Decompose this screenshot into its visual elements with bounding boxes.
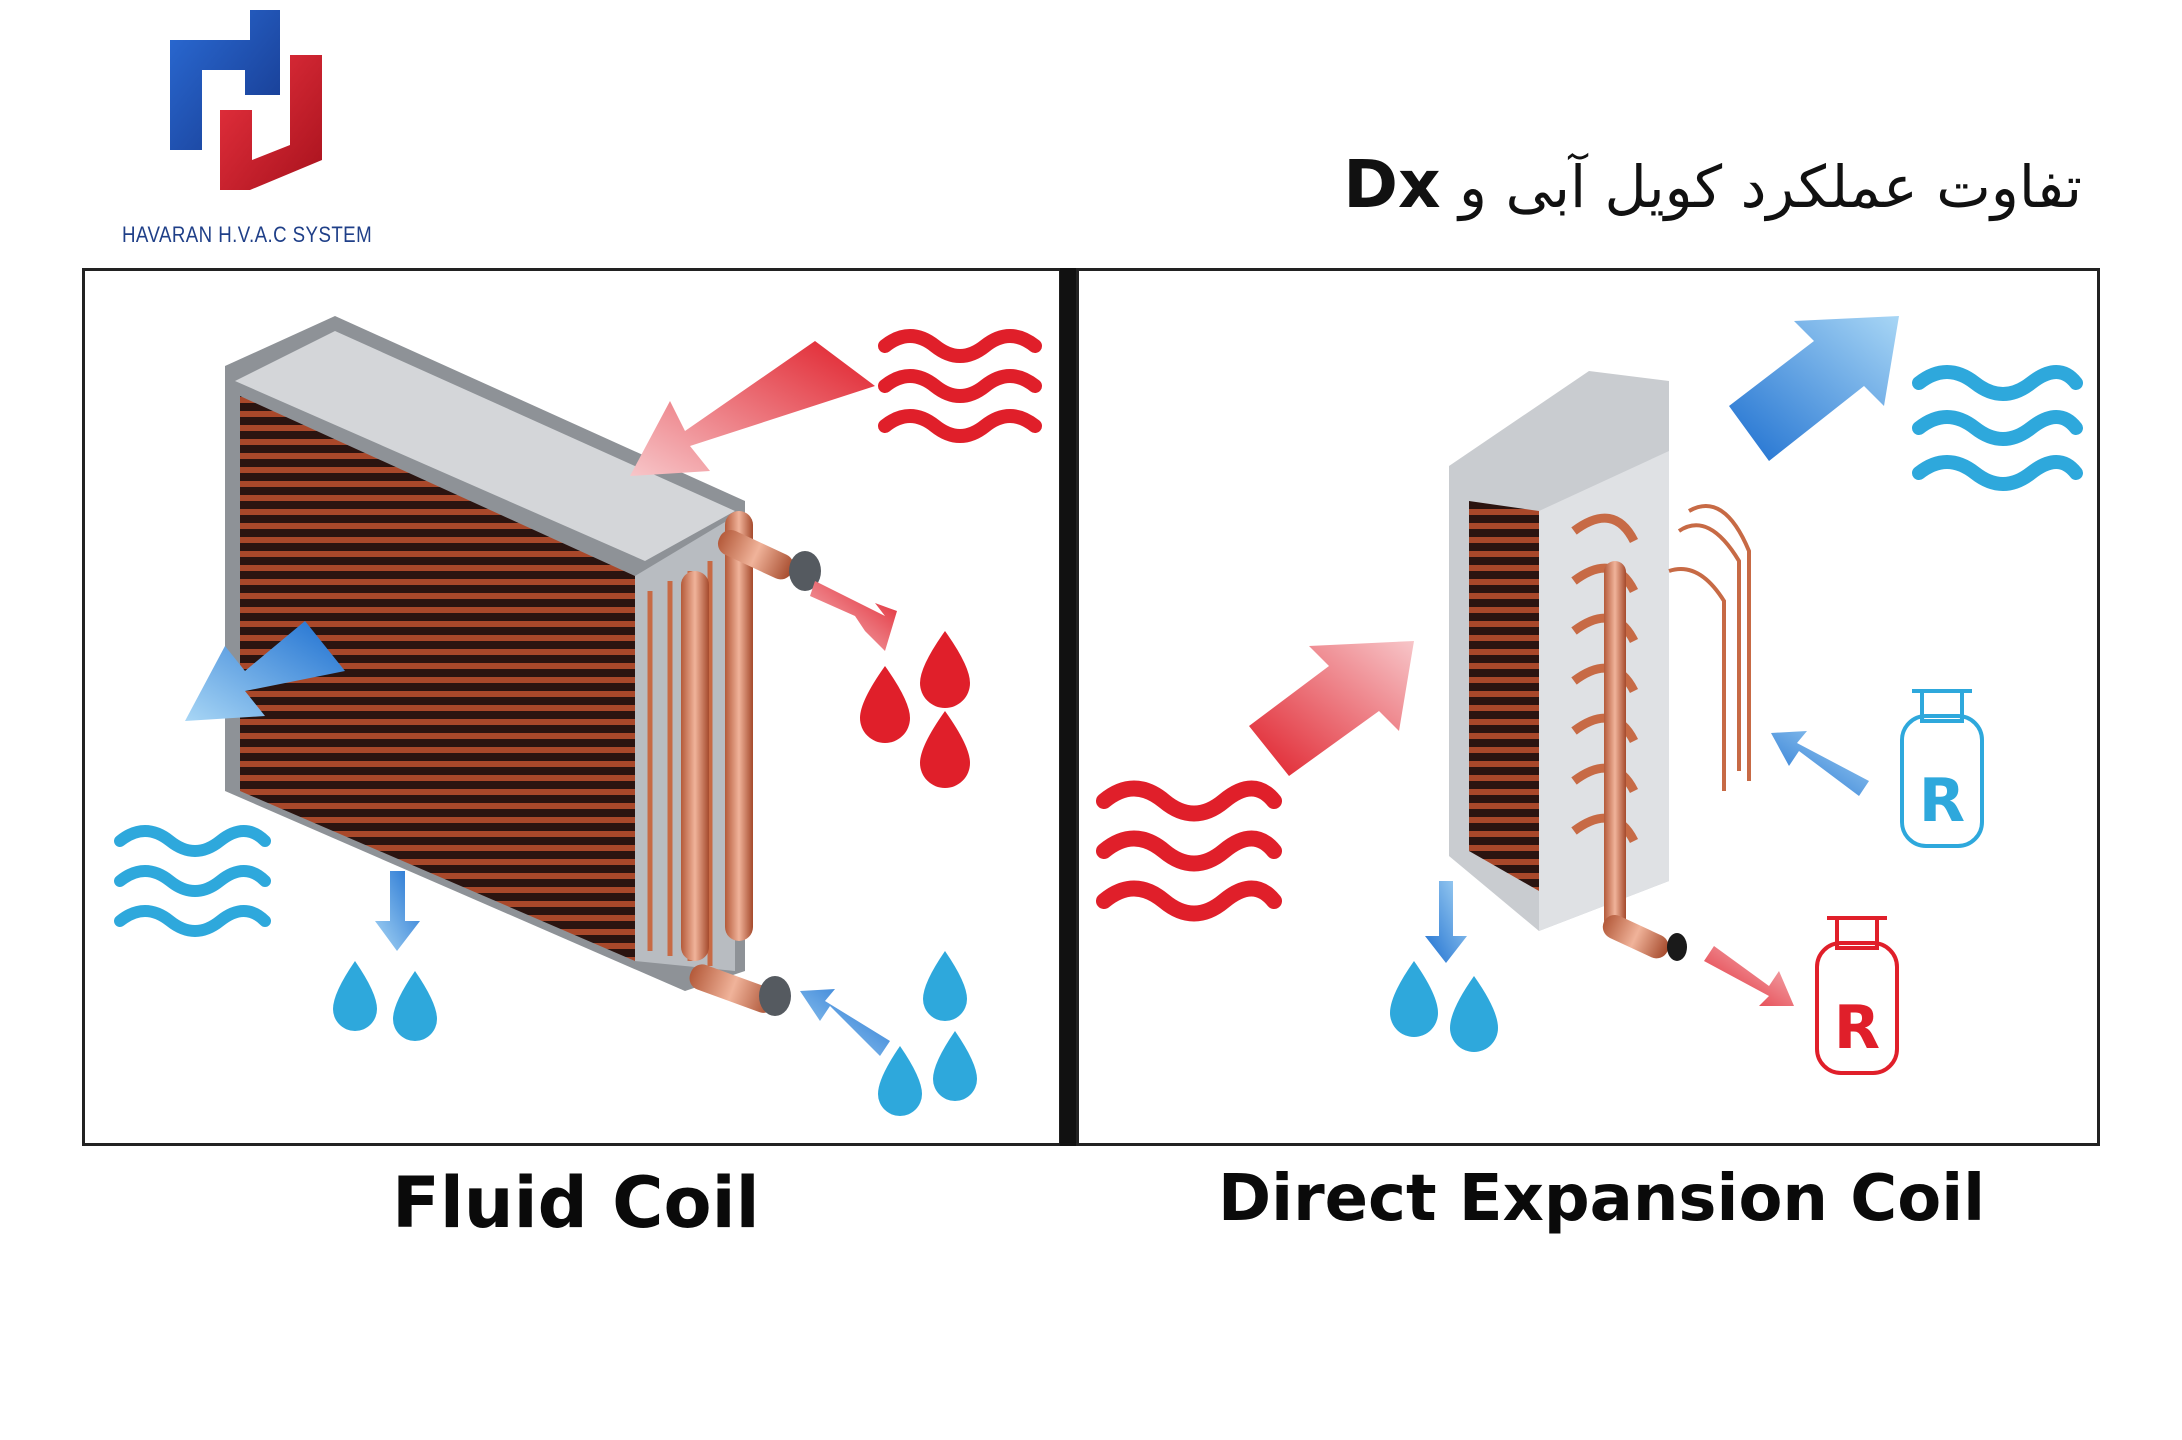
arrow-icon [800,989,890,1056]
cold-air-wave-icon [1912,365,2083,491]
hot-water-drop-icon [860,631,970,788]
arrow-icon [375,871,420,951]
fluid-coil-panel [82,268,1062,1146]
panel-divider [1060,268,1078,1146]
coil-unit-icon [1449,371,1751,961]
cold-air-wave-icon [114,825,271,937]
arrow-icon [810,581,897,651]
company-logo: HAVARAN H.V.A.C SYSTEM [120,0,373,260]
fluid-coil-caption: Fluid Coil [392,1162,760,1244]
page-title-persian: تفاوت عملکرد کویل آبی و [1459,153,2082,221]
water-drop-icon [1390,961,1498,1052]
coil-unit-icon [225,316,821,1016]
havaran-logo-mark-icon [170,10,322,190]
page-title: تفاوت عملکرد کویل آبی و Dx [1343,140,2082,230]
hot-air-wave-icon [878,329,1042,443]
arrow-icon [185,621,345,721]
refrigerant-cylinder-icon: R [1815,916,1899,1075]
arrow-icon [1729,316,1899,461]
logo-caption: HAVARAN H.V.A.C SYSTEM [122,222,373,247]
dx-coil-illustration: R R [1096,316,2083,1075]
arrow-icon [1771,731,1869,796]
arrow-icon [1704,946,1794,1006]
arrow-icon [630,341,875,476]
refrigerant-label: R [1919,766,1965,836]
arrow-icon [1249,641,1414,776]
cold-water-drop-icon [333,951,977,1116]
refrigerant-cylinder-icon: R [1900,689,1984,848]
fluid-coil-illustration [114,316,1042,1116]
refrigerant-label: R [1834,993,1880,1063]
page-title-dx: Dx [1343,146,1441,223]
hot-air-wave-icon [1096,780,1282,922]
dx-coil-caption: Direct Expansion Coil [1218,1162,1986,1236]
arrow-icon [1425,881,1467,963]
dx-coil-panel: R R [1076,268,2100,1146]
